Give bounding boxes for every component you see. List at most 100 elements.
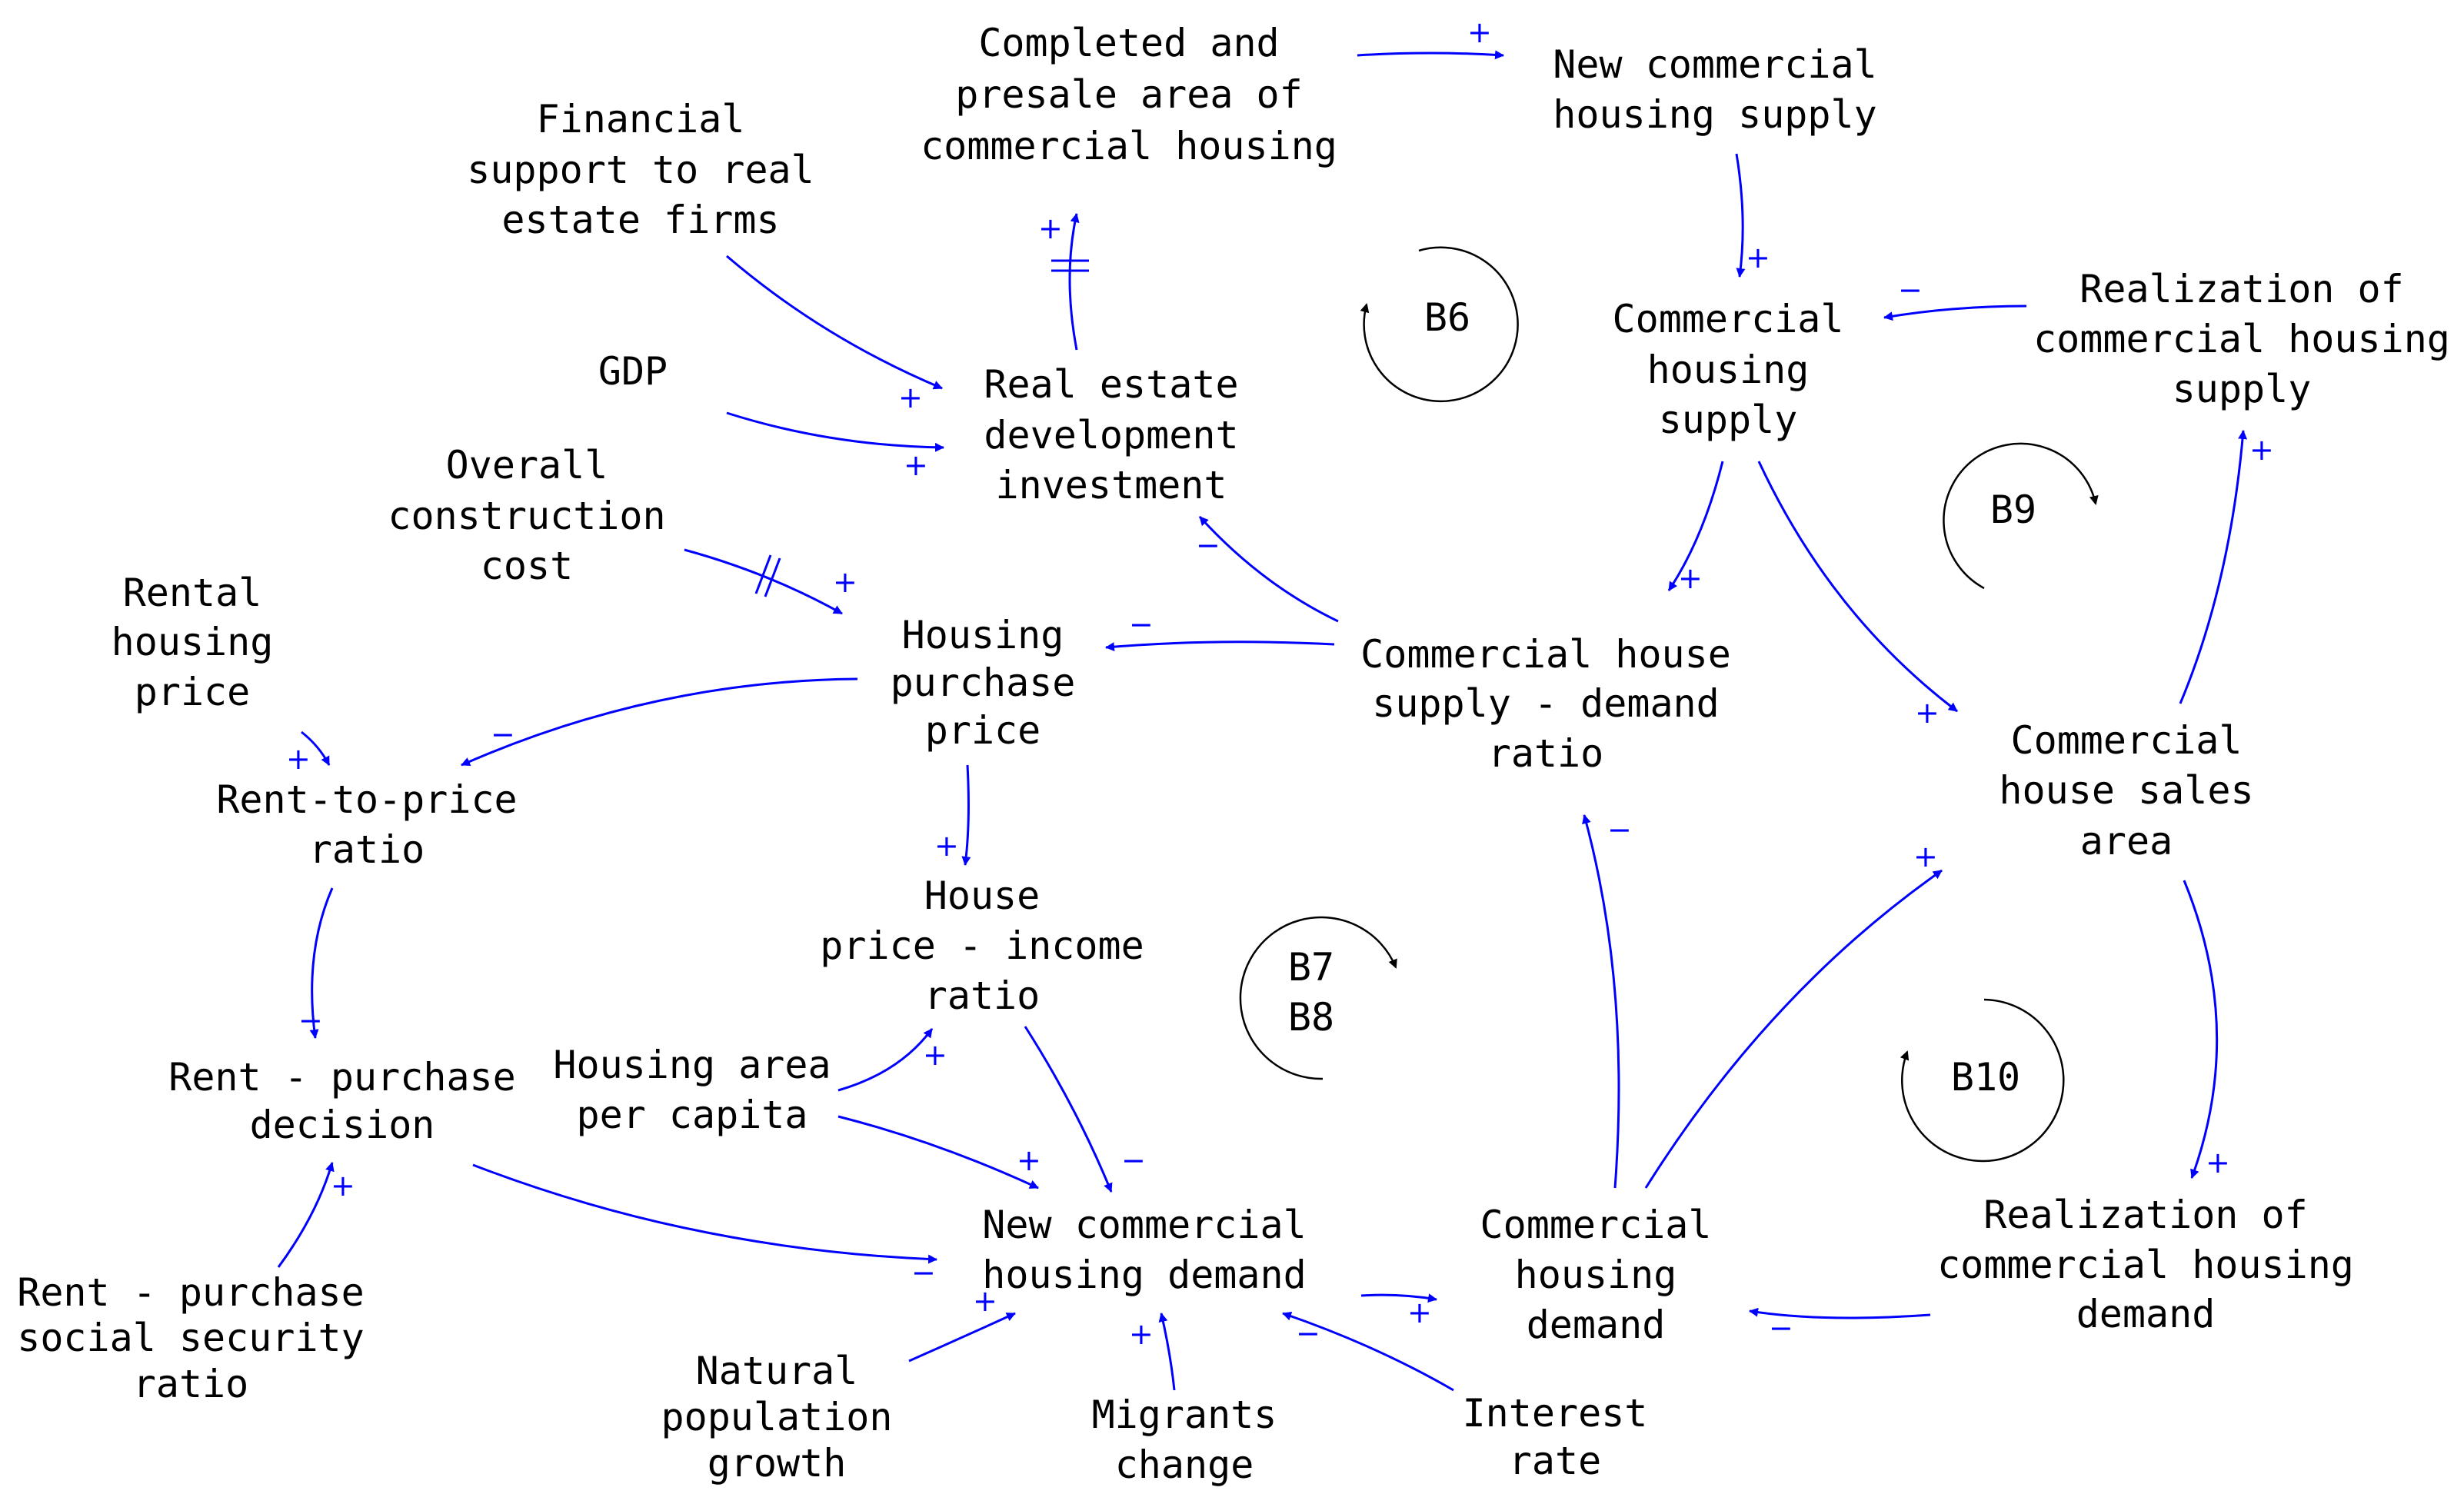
svg-text:price: price [135,670,251,714]
polarity-sign: − [1607,813,1632,847]
svg-text:Commercial: Commercial [2010,718,2242,763]
polarity-sign: − [491,717,515,751]
polarity-sign: + [898,381,923,414]
polarity-sign: + [923,1038,947,1072]
svg-text:Financial: Financial [537,97,745,141]
svg-text:Completed and: Completed and [978,21,1279,65]
svg-text:Commercial: Commercial [1480,1203,1711,1247]
svg-text:commercial housing: commercial housing [921,124,1337,168]
link-population-to-new-demand [908,1312,1016,1363]
loop-label: B9 [1990,487,2036,532]
polarity-sign: + [904,448,928,482]
node-financial-support: Financial support to real estate firms [467,97,814,242]
link-new-demand-to-demand [1360,1293,1437,1303]
svg-text:Commercial house: Commercial house [1360,632,1731,677]
svg-text:Rent - purchase: Rent - purchase [17,1270,365,1315]
svg-text:Rent-to-price: Rent-to-price [216,777,517,822]
polarity-sign: + [1038,211,1063,245]
node-natural-population-growth: Natural population growth [661,1349,892,1486]
node-commercial-house-sales-area: Commercial house sales area [1999,718,2253,863]
polarity-sign: − [1196,528,1220,562]
svg-text:ratio: ratio [924,973,1041,1018]
svg-text:House: House [924,873,1041,918]
node-social-security-ratio: Rent - purchase social security ratio [17,1270,365,1406]
node-housing-purchase-price: Housing purchase price [891,613,1076,753]
polarity-sign: + [331,1169,355,1203]
svg-text:New commercial: New commercial [982,1203,1306,1247]
link-interest-to-new-demand [1282,1311,1454,1392]
svg-text:price: price [925,708,1041,753]
svg-text:rate: rate [1509,1439,1601,1483]
svg-text:investment: investment [995,463,1227,507]
node-new-commercial-housing-supply: New commercial housing supply [1553,42,1876,137]
polarity-sign: − [1898,273,1923,307]
svg-text:house sales: house sales [1999,768,2253,813]
polarity-sign: + [1017,1143,1041,1177]
node-interest-rate: Interest rate [1463,1391,1648,1483]
link-sales-to-realization-demand [2183,880,2219,1179]
node-migrants-change: Migrants change [1092,1393,1277,1487]
polarity-sign: − [298,1003,323,1037]
node-commercial-housing-supply: Commercial housing supply [1612,297,1843,442]
svg-text:housing demand: housing demand [982,1253,1306,1297]
node-supply-demand-ratio: Commercial house supply - demand ratio [1360,632,1731,776]
polarity-sign: + [833,565,857,599]
node-completed-presale-area: Completed and presale area of commercial… [921,21,1337,168]
node-gdp: GDP [598,349,668,394]
svg-text:housing: housing [1647,348,1810,392]
link-ratio-to-investment [1198,515,1339,623]
svg-text:Real estate: Real estate [984,362,1238,407]
link-rental-to-rent-ratio [301,730,331,766]
link-decision-to-new-demand [472,1163,937,1264]
svg-text:housing: housing [112,620,274,664]
loop-b7-b8: B7 B8 [1239,916,1397,1080]
svg-text:Rent - purchase: Rent - purchase [168,1055,516,1100]
link-gdp-to-investment [726,411,944,452]
polarity-sign: + [1129,1317,1154,1351]
node-rental-housing-price: Rental housing price [112,571,274,714]
svg-text:development: development [984,413,1238,458]
loop-b10: B10 [1900,998,2065,1163]
node-commercial-housing-demand: Commercial housing demand [1480,1203,1711,1347]
svg-text:commercial housing: commercial housing [1937,1243,2354,1287]
loop-label: B10 [1951,1055,2020,1100]
link-area-to-price-income [837,1028,934,1092]
svg-text:support to real: support to real [467,148,814,192]
link-demand-to-ratio [1582,814,1620,1189]
polarity-sign: − [1129,607,1154,641]
svg-text:commercial housing: commercial housing [2033,317,2450,361]
node-real-estate-investment: Real estate development investment [984,362,1238,507]
link-realization-supply-to-supply [1883,304,2027,321]
svg-text:housing: housing [1515,1253,1677,1297]
svg-text:price - income: price - income [820,923,1144,968]
polarity-sign: + [1467,15,1492,49]
svg-text:decision: decision [250,1103,435,1147]
node-rent-to-price-ratio: Rent-to-price ratio [216,777,517,872]
svg-text:ratio: ratio [1488,731,1604,776]
svg-text:ratio: ratio [309,827,425,872]
link-sales-to-realization-supply [2179,430,2248,704]
node-rent-purchase-decision: Rent - purchase decision [168,1055,516,1147]
polarity-sign: + [934,829,959,863]
svg-text:Overall: Overall [446,443,608,487]
polarity-sign: + [1913,840,1938,873]
svg-text:construction: construction [388,494,665,538]
link-security-to-decision [277,1162,335,1268]
polarity-sign: − [1769,1311,1793,1345]
polarity-sign: + [1678,561,1703,595]
loop-label: B6 [1424,295,1470,340]
node-new-commercial-housing-demand: New commercial housing demand [982,1203,1306,1297]
link-price-to-price-income [961,764,971,866]
svg-text:supply: supply [2173,367,2312,411]
link-migrants-to-new-demand [1158,1313,1176,1391]
polarity-sign: − [1296,1316,1320,1350]
polarity-sign: + [2206,1146,2230,1180]
link-completed-to-new-supply [1357,50,1504,60]
loop-b9: B9 [1943,442,2099,590]
svg-text:Realization of: Realization of [2079,267,2403,311]
svg-text:growth: growth [708,1441,847,1486]
link-supply-to-ratio [1667,461,1724,591]
node-housing-area-per-capita: Housing area per capita [553,1043,831,1137]
svg-text:housing supply: housing supply [1553,92,1876,137]
